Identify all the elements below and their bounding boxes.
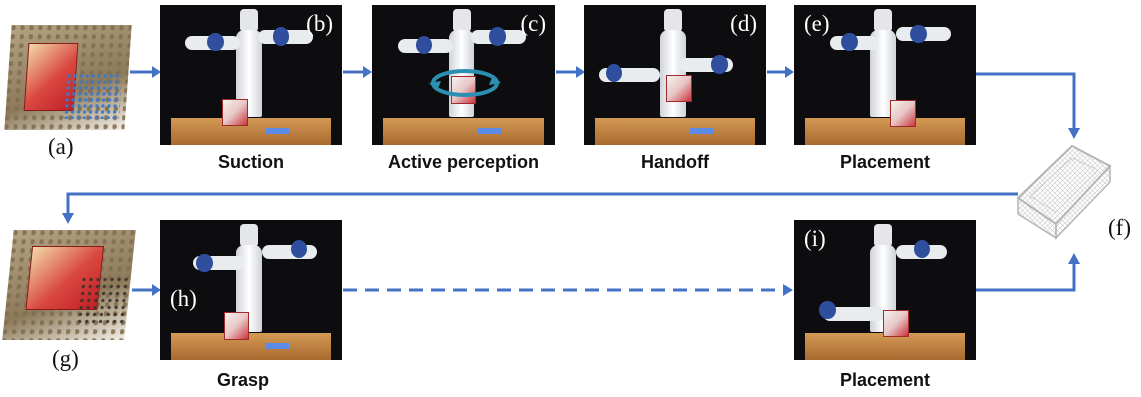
arrow-g-to-h — [132, 284, 161, 296]
robot-body — [660, 30, 686, 117]
dark-points — [75, 276, 131, 324]
label-f: (f) — [1108, 215, 1131, 240]
label-a: (a) — [48, 134, 74, 159]
robot-joint — [711, 55, 728, 74]
photo-panel-d: (d) — [584, 5, 766, 145]
panel-label-h: (h) — [170, 286, 197, 311]
robot-head — [874, 224, 893, 247]
object-box — [665, 75, 692, 103]
dashed-arrow-h-to-i — [343, 284, 793, 296]
label-g-text: (g) — [52, 346, 79, 371]
photo-panel-c: (c) — [372, 5, 555, 145]
robot-head — [874, 9, 893, 32]
point-cloud-a-image — [4, 25, 132, 130]
object-box — [890, 100, 917, 128]
panel-label-c: (c) — [520, 11, 546, 36]
object-box — [223, 312, 250, 340]
wireframe-bin-image — [1016, 144, 1112, 240]
robot-joint — [489, 27, 506, 46]
robot-arm — [261, 245, 317, 260]
table — [804, 118, 966, 145]
robot-joint — [207, 33, 224, 52]
panel-label-e: (e) — [804, 11, 830, 36]
object-box — [450, 76, 477, 104]
arrow-e-to-f — [976, 72, 1080, 139]
panel-label-d: (d) — [730, 11, 757, 36]
robot-head — [664, 9, 683, 32]
photo-panel-b: (b) — [160, 5, 342, 145]
arrow-d-to-e — [767, 66, 794, 78]
robot-head — [240, 224, 259, 247]
photo-panel-i: (i) — [794, 220, 976, 360]
robot-joint — [605, 63, 623, 82]
caption-c: Active perception — [387, 152, 540, 172]
arrow-b-to-c — [343, 66, 372, 78]
caption-b: Suction — [218, 152, 284, 172]
caption-d: Handoff — [641, 152, 709, 172]
rotation-arrows-icon — [429, 69, 501, 97]
robot-head — [452, 9, 471, 32]
robot-joint — [272, 27, 290, 46]
table — [170, 333, 332, 360]
object-box — [883, 309, 909, 337]
arrow-a-to-b — [130, 66, 161, 78]
robot-joint — [819, 301, 836, 320]
table — [594, 118, 756, 145]
arrow-f-to-g — [62, 192, 1018, 224]
robot-joint — [841, 33, 858, 52]
arrow-c-to-d — [556, 66, 585, 78]
robot-joint — [914, 239, 931, 258]
placement-mark — [265, 343, 290, 349]
caption-h: Grasp — [216, 370, 270, 390]
point-cloud-g-image — [2, 230, 136, 340]
robot-joint — [910, 24, 927, 43]
photo-panel-e: (e) — [794, 5, 976, 145]
panel-label-b: (b) — [306, 11, 333, 36]
object-box — [221, 98, 248, 126]
table — [804, 333, 966, 360]
placement-mark — [265, 128, 290, 134]
caption-e: Placement — [839, 152, 931, 172]
panel-label-i: (i) — [804, 226, 826, 251]
colored-points — [63, 73, 123, 119]
arrow-i-to-f — [976, 253, 1080, 292]
robot-joint — [415, 35, 433, 54]
robot-joint — [291, 239, 308, 258]
photo-panel-h: (h) — [160, 220, 342, 360]
placement-mark — [689, 128, 714, 134]
robot-joint — [196, 253, 213, 272]
robot-head — [240, 9, 259, 32]
caption-i: Placement — [839, 370, 931, 390]
table — [382, 118, 545, 145]
placement-mark — [478, 128, 502, 134]
robot-arm — [823, 306, 885, 321]
table — [170, 118, 332, 145]
